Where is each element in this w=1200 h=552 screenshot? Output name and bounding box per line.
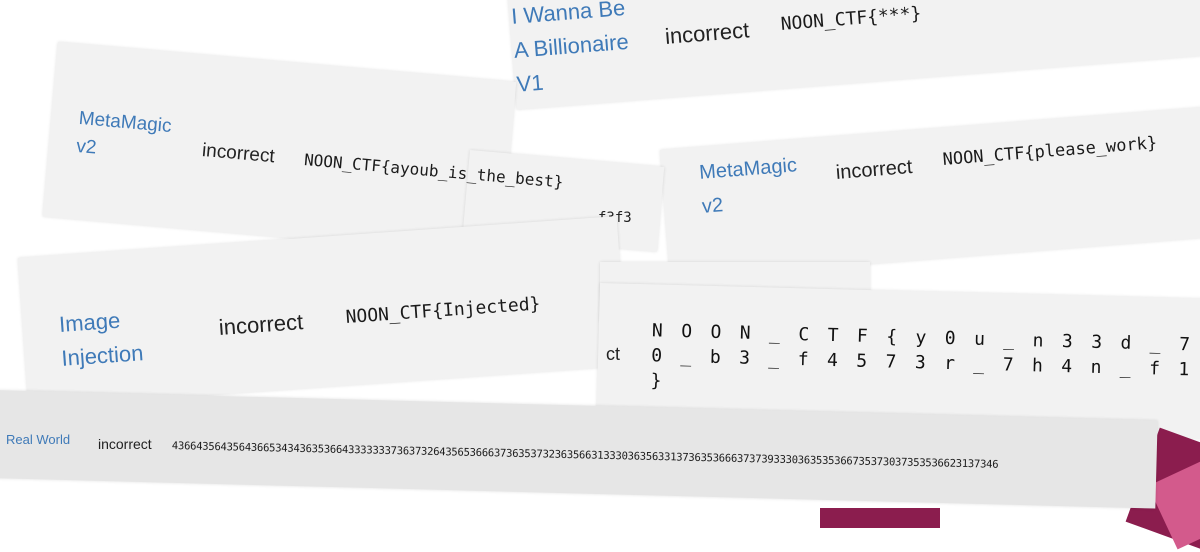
- flag-grid-char: 1: [1178, 359, 1190, 381]
- challenge-link-metamagic-right[interactable]: MetaMagic v2: [698, 148, 801, 223]
- flag-grid-char: C: [798, 324, 810, 346]
- flag-grid-char: O: [680, 321, 693, 343]
- background-accent: [820, 508, 940, 528]
- partial-status-text: ct: [606, 344, 621, 364]
- flag-grid-char: 7: [1178, 334, 1191, 356]
- flag-grid-char: 0: [651, 345, 663, 367]
- flag-grid-char: u: [973, 328, 986, 350]
- flag-grid-char: y: [915, 327, 927, 349]
- flag-grid-char: N: [651, 320, 664, 342]
- flag-grid-char: r: [943, 352, 956, 375]
- challenge-link-billionaire[interactable]: I Wanna Be A Billionaire V1: [510, 0, 658, 102]
- flag-grid-char: b: [709, 346, 721, 369]
- flag-grid-char: }: [650, 370, 662, 392]
- flag-grid-char: n: [1032, 330, 1044, 352]
- flag-grid-char: T: [827, 324, 839, 347]
- flag-grid-char: 7: [1002, 354, 1014, 376]
- flag-grid-char: 3: [738, 347, 751, 369]
- flag-grid-char: O: [710, 321, 722, 344]
- flag-grid-char: _: [1119, 357, 1131, 379]
- flag-grid-char: _: [680, 345, 692, 368]
- flag-grid-char: _: [973, 353, 985, 375]
- flag-grid-row: }: [641, 370, 671, 392]
- flag-grid-char: 3: [1090, 331, 1103, 354]
- flag-grid-char: _: [768, 348, 780, 370]
- flag-grid-char: 5: [856, 350, 868, 372]
- flag-grid-char: h: [1031, 355, 1044, 377]
- flag-grid-char: n: [1090, 356, 1102, 379]
- flag-grid-char: d: [1120, 332, 1132, 354]
- flag-grid-char: 7: [885, 351, 897, 373]
- flag-grid-char: f: [797, 349, 809, 371]
- flag-grid-char: F: [856, 325, 869, 347]
- flag-grid-char: 3: [914, 352, 926, 374]
- challenge-link-real-world[interactable]: Real World: [6, 432, 71, 447]
- flag-grid-char: _: [768, 323, 781, 345]
- challenge-name-line: Image: [58, 307, 122, 337]
- flag-grid-char: {: [885, 326, 898, 348]
- flag-grid-char: 4: [826, 349, 839, 372]
- flag-grid-char: _: [1003, 329, 1015, 351]
- flag-grid-char: 4: [1061, 355, 1073, 378]
- flag-grid-char: f: [1148, 358, 1161, 380]
- challenge-link-metamagic-left[interactable]: MetaMagic v2: [75, 105, 172, 169]
- flag-grid-char: 0: [944, 327, 956, 350]
- flag-grid-char: N: [739, 322, 751, 344]
- flag-grid-char: 3: [1061, 330, 1074, 353]
- challenge-name-line: Injection: [60, 340, 145, 371]
- status-text: incorrect: [98, 436, 152, 452]
- challenge-link-image-injection[interactable]: Image Injection: [58, 302, 144, 376]
- flag-grid-char: _: [1149, 333, 1161, 355]
